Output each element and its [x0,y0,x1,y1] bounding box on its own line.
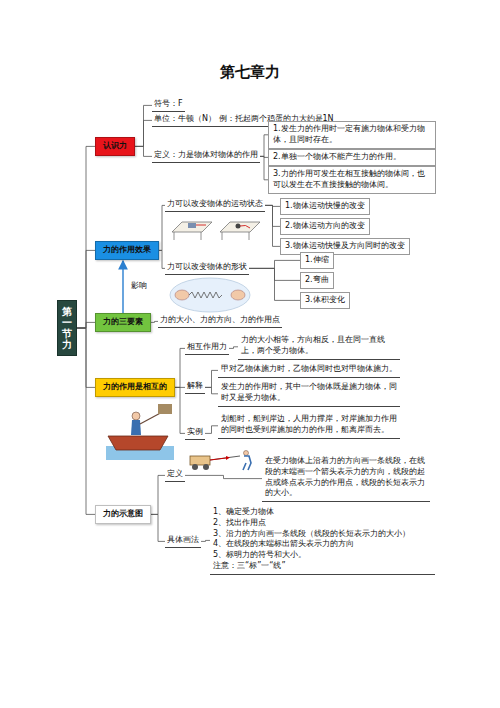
node-text: 2.单独一个物体不能产生力的作用。 [273,152,431,163]
connector [77,250,95,328]
connector [77,146,95,328]
node-text: 力的作用效果 [103,245,151,256]
node-text: 1.发生力的作用时一定有施力物体和受力物体，且同时存在。 [273,124,431,146]
topic-item: 相互作用力 [185,342,229,355]
node-text: 甲对乙物体施力时，乙物体同时也对甲物体施力。 [221,364,397,375]
connector [77,322,95,328]
node-text: 力可以改变物体的形状 [167,262,247,273]
topic-item: 定义 [165,469,185,482]
node-text: 3.物体运动快慢及方向同时的改变 [285,241,405,252]
node-text: 力的大小、力的方向、力的作用点 [160,315,280,326]
detail-box: 3.力的作用可发生在相互接触的物体间，也可以发生在不直接接触的物体间。 [268,166,436,194]
topic-item: 解释 [185,381,205,394]
node-text: 具体画法 [167,535,199,546]
node-text: 第一节力 [62,306,72,350]
connector [135,146,152,156]
detail-text: 在受力物体上沿着力的方向画一条线段，在线段的末端画一个箭头表示力的方向，线段的起… [262,455,430,502]
connector [175,387,185,433]
connector [151,475,165,514]
deformation-illustration [168,277,252,313]
topic-item: 力可以改变物体的形状 [165,262,249,275]
detail-box: 2.单独一个物体不能产生力的作用。 [268,149,436,166]
node-text: 在受力物体上沿着力的方向画一条线段，在线段的末端画一个箭头表示力的方向，线段的起… [265,456,427,499]
detail-text: 划船时，船到岸边，人用力撑岸，对岸施加力作用的同时也受到岸施加的力的作用，船离岸… [218,413,400,439]
branch-box: 认识力 [95,137,135,156]
node-text: 力可以改变物体的运动状态 [167,199,263,210]
connector [249,260,300,268]
branch-box: 力的示意图 [95,505,151,524]
connector [151,321,158,322]
node-text: 3.力的作用可发生在相互接触的物体间，也可以发生在不直接接触的物体间。 [273,169,431,191]
node-text: 1.伸缩 [305,255,329,266]
connector [185,475,262,478]
force-diagram-illustration [188,450,258,471]
connector [151,514,165,541]
connector [159,205,165,250]
detail-box: 1.伸缩 [300,252,334,269]
motion-illustration [168,214,264,242]
node-text: 2.弯曲 [305,275,329,286]
edge-label: 影响 [129,281,149,292]
node-text: 实例 [187,427,203,438]
branch-box: 力的三要素 [95,313,151,332]
branch-box: 力的作用效果 [95,241,159,260]
detail-text: 甲对乙物体施力时，乙物体同时也对甲物体施力。 [218,363,400,378]
topic-item: 力可以改变物体的运动状态 [165,199,265,212]
node-text: 认识力 [103,141,127,152]
connector [249,268,300,300]
connector [135,105,152,146]
connector [122,261,123,313]
detail-box: 2.弯曲 [300,272,334,289]
node-text: 发生力的作用时，其中一个物体既是施力物体，同时又是受力物体。 [221,382,397,404]
node-text: 2.物体运动方向的改变 [285,221,365,232]
node-text: 1、确定受力物体 [213,507,432,518]
detail-text: 1、确定受力物体2、找出作用点3、沿力的方向画一条线段（线段的长短表示力的大小）… [210,506,435,575]
connector [77,328,95,514]
detail-box: 1.发生力的作用时一定有施力物体和受力物体，且同时存在。 [268,121,436,149]
node-text: 1.物体运动快慢的改变 [285,201,365,212]
node-text: 5、标明力的符号和大小。 [213,550,432,561]
connector [201,540,210,541]
node-text: 3.体积变化 [305,295,345,306]
diagram-title: 第七章力 [0,62,500,82]
branch-box: 力的作用是相互的 [95,378,175,397]
connector [205,387,218,393]
node-text: 定义 [167,469,183,480]
connector [260,135,268,157]
node-text: 相互作用力 [187,342,227,353]
node-text: 2、找出作用点 [213,518,432,529]
connector [205,370,218,387]
topic-item: 符号：F [152,99,185,112]
detail-text: 发生力的作用时，其中一个物体既是施力物体，同时又是受力物体。 [218,381,400,407]
connector [175,348,185,387]
connector [135,120,152,146]
topic-item: 力的大小、力的方向、力的作用点 [158,315,282,328]
node-text: 力的作用是相互的 [103,382,167,393]
node-text: 力的大小相等，方向相反，且在同一直线上，两个受力物体。 [241,335,397,357]
connector [205,426,218,434]
node-text: 3、沿力的方向画一条线段（线段的长短表示力的大小） [213,529,432,540]
node-text: 定义：力是物体对物体的作用 [154,150,258,161]
connector [229,347,238,349]
detail-text: 力的大小相等，方向相反，且在同一直线上，两个受力物体。 [238,334,400,360]
node-text: 注意：三“标”一“线” [213,561,432,572]
root-node: 第一节力 [57,300,77,356]
topic-item: 定义：力是物体对物体的作用 [152,150,260,163]
connector [265,205,280,246]
node-text: 符号：F [154,99,183,110]
boat-illustration [106,402,174,460]
node-text: 力的示意图 [103,509,143,520]
topic-item: 实例 [185,427,205,440]
node-text: 4、在线段的末端标出箭头表示力的方向 [213,539,432,550]
connector [260,156,268,179]
node-text: 划船时，船到岸边，人用力撑岸，对岸施加力作用的同时也受到岸施加的力的作用，船离岸… [221,414,397,436]
topic-item: 具体画法 [165,535,201,548]
detail-box: 2.物体运动方向的改变 [280,218,370,235]
node-text: 解释 [187,381,203,392]
detail-box: 1.物体运动快慢的改变 [280,198,370,215]
detail-box: 3.体积变化 [300,292,350,309]
node-text: 力的三要素 [103,317,143,328]
